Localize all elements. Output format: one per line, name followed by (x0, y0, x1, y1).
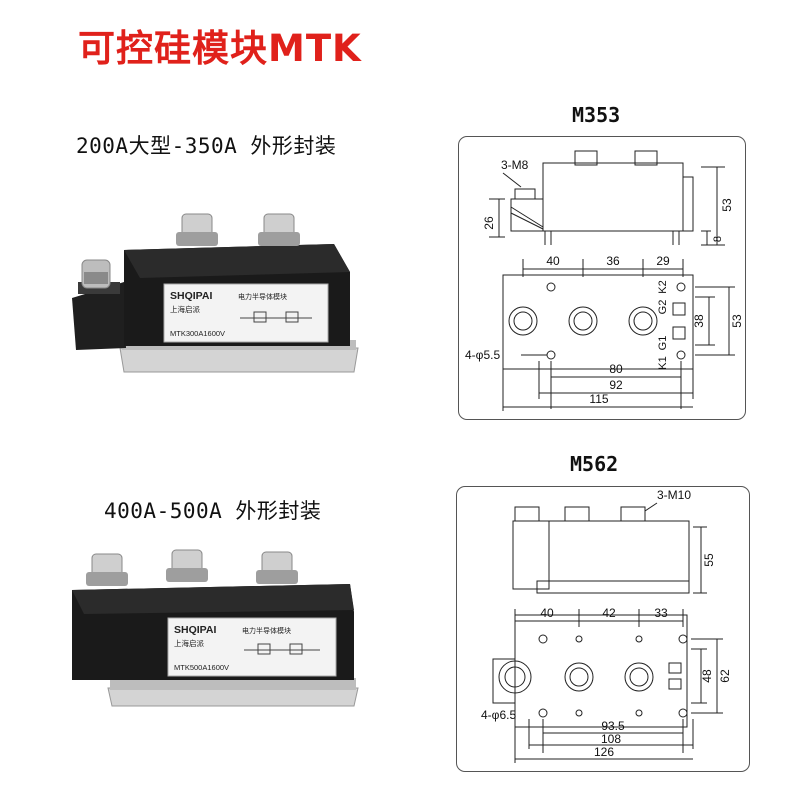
dim-height-foot-1: 8 (712, 236, 724, 242)
dim-top-a-2: 40 (540, 606, 554, 620)
dim-bottom-b-1: 92 (609, 378, 623, 392)
pin-label-g2: G2 (657, 300, 669, 315)
dim-bottom-c-1: 115 (589, 392, 608, 406)
brand-cn-1: 上海启派 (170, 304, 200, 314)
dim-side-outer-2: 62 (718, 669, 732, 683)
hole-spec-2: 4-φ6.5 (481, 708, 516, 722)
module-desc-1: 电力半导体模块 (238, 292, 287, 301)
brand-text-2: SHQIPAI (174, 624, 216, 636)
brand-cn-2: 上海启派 (174, 638, 204, 648)
part-number-1: MTK300A1600V (170, 329, 225, 338)
page-title: 可控硅模块MTK (78, 27, 362, 70)
terminal-spec-2: 3-M10 (657, 488, 691, 502)
drawing-panel-2: 3-M10 55 40 42 33 48 62 4-φ6.5 93.5 108 … (456, 486, 750, 772)
dim-height-base-1: 26 (482, 216, 496, 230)
model-code-2: M562 (570, 452, 619, 476)
model-code-1: M353 (572, 103, 621, 127)
dim-bottom-a-1: 80 (609, 362, 623, 376)
module-desc-2: 电力半导体模块 (242, 626, 291, 635)
dim-top-b-1: 36 (606, 254, 620, 268)
module-photo-1: SHQIPAI 电力半导体模块 上海启派 MTK300A1600V (72, 213, 359, 373)
dim-height-total-2: 55 (702, 553, 716, 567)
dim-side-inner-1: 38 (692, 314, 706, 328)
drawing-panel-1: 3-M8 53 26 8 40 36 29 38 53 G2 K2 K1 G1 … (458, 136, 746, 420)
dim-bottom-a-2: 93.5 (601, 719, 625, 733)
dim-top-c-2: 33 (654, 606, 668, 620)
brand-text-1: SHQIPAI (170, 290, 212, 302)
dim-top-a-1: 40 (546, 254, 560, 268)
dim-bottom-b-2: 108 (601, 732, 621, 746)
pin-label-k2: K2 (657, 280, 669, 293)
dim-side-outer-1: 53 (730, 314, 744, 328)
dimension-drawing-2: 3-M10 55 40 42 33 48 62 4-φ6.5 93.5 108 … (481, 488, 732, 763)
dim-height-total-1: 53 (720, 198, 734, 212)
pin-label-g1: G1 (657, 336, 669, 351)
package-label-2: 400A-500A 外形封装 (104, 499, 322, 523)
module-photo-2: SHQIPAI 电力半导体模块 上海启派 MTK500A1600V (72, 549, 359, 707)
hole-spec-1: 4-φ5.5 (465, 348, 500, 362)
dim-top-c-1: 29 (656, 254, 670, 268)
dim-bottom-c-2: 126 (594, 745, 614, 759)
dimension-drawing-1: 3-M8 53 26 8 40 36 29 38 53 G2 K2 K1 G1 … (465, 150, 744, 411)
terminal-spec-1: 3-M8 (501, 158, 529, 172)
dim-side-inner-2: 48 (700, 669, 714, 683)
pin-label-k1: K1 (657, 356, 669, 369)
part-number-2: MTK500A1600V (174, 663, 229, 672)
package-label-1: 200A大型-350A 外形封装 (76, 134, 337, 158)
dim-top-b-2: 42 (602, 606, 616, 620)
